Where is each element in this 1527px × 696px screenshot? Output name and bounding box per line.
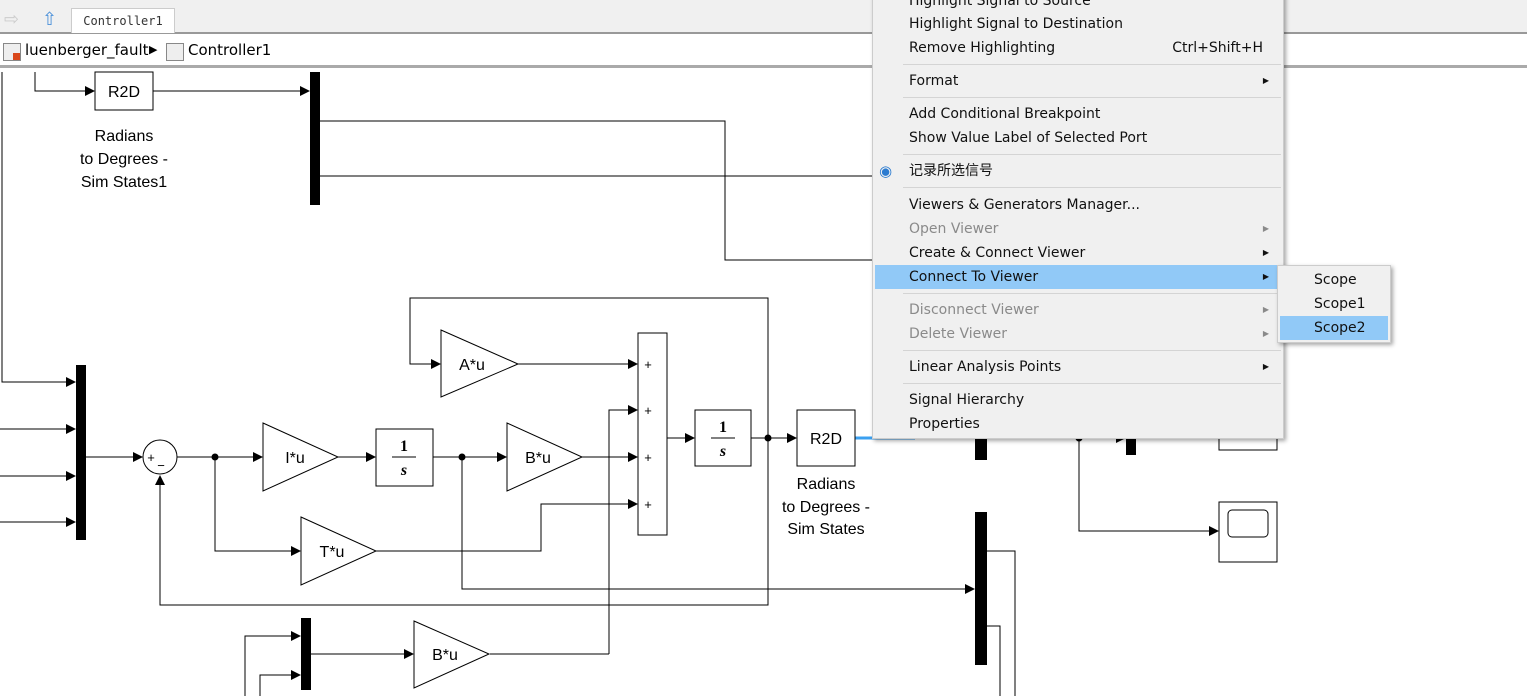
integrator-den: s [719,443,726,460]
menu-connect-to-viewer[interactable]: Connect To Viewer ▶ [875,265,1281,289]
menu-linear-analysis-points[interactable]: Linear Analysis Points ▶ [875,355,1281,379]
r2d-label: R2D [810,431,842,448]
gain-label: I*u [285,450,305,467]
gain-label: B*u [432,647,458,664]
submenu-scope1[interactable]: Scope1 [1314,296,1366,312]
submenu-scope2[interactable]: Scope2 [1280,316,1388,340]
sum-sign: + [147,450,155,465]
breadcrumb-separator-icon: ▶ [149,43,158,56]
breadcrumb-subsystem[interactable]: Controller1 [188,41,272,59]
arrow-up-icon[interactable]: ⇧ [42,9,58,30]
menu-delete-viewer[interactable]: Delete Viewer ▶ [875,322,1281,346]
block-caption: Sim States [787,521,864,538]
menu-separator [903,383,1281,384]
mux-bar[interactable] [76,365,86,540]
integrator-den: s [400,462,407,479]
menu-separator [903,187,1281,188]
tab-controller1[interactable]: Controller1 [71,8,175,33]
arrow-right-icon[interactable]: ⇨ [4,9,20,30]
menu-properties[interactable]: Properties [909,416,980,432]
gain-a[interactable] [440,329,520,398]
subsystem-icon [166,43,184,61]
mux-bar[interactable] [975,512,987,665]
block-diagram-canvas[interactable]: R2D Radians to Degrees - Sim States1 R2D… [0,70,1527,696]
menu-disconnect-viewer[interactable]: Disconnect Viewer ▶ [875,298,1281,322]
submenu-arrow-icon: ▶ [1262,248,1269,257]
menu-format[interactable]: Format ▶ [875,69,1281,93]
mux-bar[interactable] [301,618,311,690]
sum-sign: + [644,403,652,418]
menu-separator [903,350,1281,351]
viewer-submenu: Scope Scope1 Scope2 [1277,265,1391,343]
sum-block-large[interactable] [637,332,668,536]
wifi-signal-icon: ◉ [879,162,893,180]
sum-sign: + [644,450,652,465]
breadcrumb-model[interactable]: luenberger_fault [25,41,149,59]
menu-label: Delete Viewer [909,326,1008,342]
menu-show-value-label[interactable]: Show Value Label of Selected Port [909,130,1148,146]
gain-b2[interactable] [413,620,491,689]
block-caption: Sim States1 [81,174,167,191]
menu-shortcut: Ctrl+Shift+H [1172,40,1263,56]
model-icon [3,43,21,61]
sum-sign: + [644,357,652,372]
integrator-num: 1 [400,438,408,455]
gain-i[interactable] [262,422,340,492]
menu-separator [903,97,1281,98]
block-caption: Radians [95,128,154,145]
integrator-num: 1 [719,419,727,436]
gain-label: A*u [459,357,485,374]
tab-bar: ⇨ ⇧ Controller1 [0,8,1527,34]
menu-highlight-to-destination[interactable]: Highlight Signal to Destination [909,16,1123,32]
submenu-arrow-icon: ▶ [1262,272,1269,281]
r2d-label: R2D [108,84,140,101]
gain-b[interactable] [506,422,584,492]
menu-label: Connect To Viewer [909,269,1039,285]
menu-separator [903,64,1281,65]
menu-label: Linear Analysis Points [909,359,1062,375]
gain-label: T*u [320,544,345,561]
scope-screen-icon [1227,509,1269,538]
menu-highlight-to-source[interactable]: Highlight Signal to Source [909,0,1091,9]
menu-remove-highlighting[interactable]: Remove Highlighting Ctrl+Shift+H [875,36,1281,60]
mux-bar[interactable] [310,72,320,205]
menu-label: Create & Connect Viewer [909,245,1086,261]
menu-label: Disconnect Viewer [909,302,1039,318]
sum-sign: + [644,497,652,512]
menu-label: Format [909,73,959,89]
menu-add-conditional-breakpoint[interactable]: Add Conditional Breakpoint [909,106,1101,122]
sum-sign: − [157,458,165,473]
menu-open-viewer[interactable]: Open Viewer ▶ [875,217,1281,241]
submenu-arrow-icon: ▶ [1262,76,1269,85]
r2d-block-top[interactable] [94,71,154,111]
block-caption: Radians [797,476,856,493]
menu-separator [903,293,1281,294]
sum-block-small[interactable] [142,439,178,475]
block-caption: to Degrees - [782,499,870,516]
submenu-arrow-icon: ▶ [1262,329,1269,338]
block-caption: to Degrees - [80,151,168,168]
gain-t[interactable] [300,516,378,586]
menu-label: Open Viewer [909,221,999,237]
menu-log-selected-signals[interactable]: ◉ 记录所选信号 [875,159,1281,183]
menu-label: Remove Highlighting [909,40,1056,56]
submenu-scope[interactable]: Scope [1314,272,1357,288]
submenu-arrow-icon: ▶ [1262,224,1269,233]
menu-create-connect-viewer[interactable]: Create & Connect Viewer ▶ [875,241,1281,265]
context-menu: Highlight Signal to Source Highlight Sig… [872,0,1284,439]
submenu-arrow-icon: ▶ [1262,305,1269,314]
menu-signal-hierarchy[interactable]: Signal Hierarchy [909,392,1025,408]
breadcrumb: luenberger_fault ▶ Controller1 [0,35,1527,68]
submenu-arrow-icon: ▶ [1262,362,1269,371]
menu-separator [903,154,1281,155]
menu-viewers-generators-manager[interactable]: Viewers & Generators Manager... [909,197,1140,213]
r2d-block-bottom[interactable] [796,409,856,467]
menu-label: 记录所选信号 [909,163,993,179]
gain-label: B*u [525,450,551,467]
